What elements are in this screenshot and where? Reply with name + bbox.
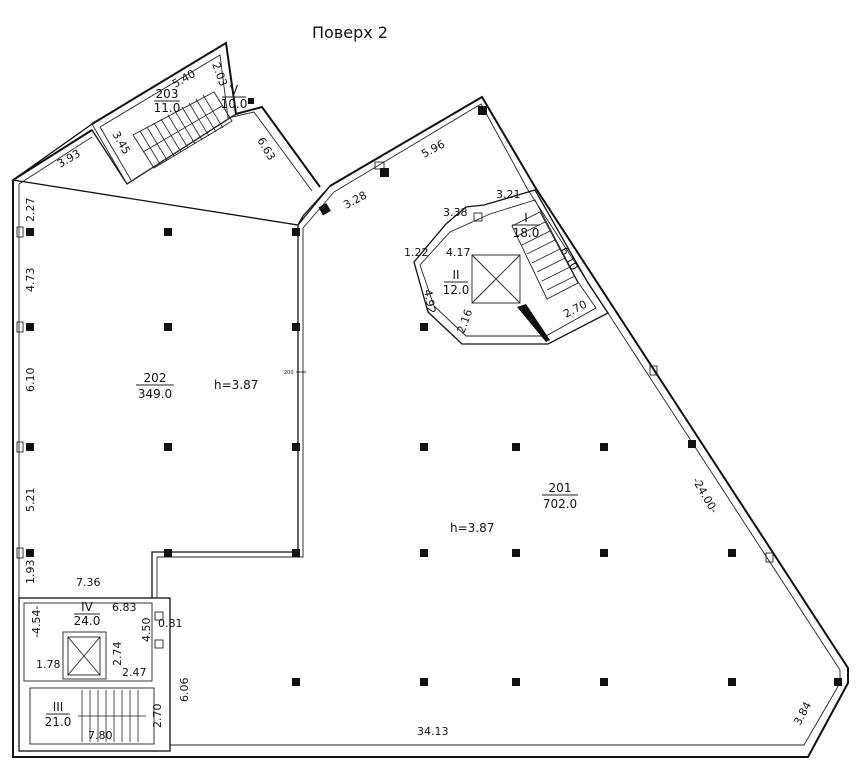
room-IV-area: 24.0: [74, 614, 101, 628]
column: [26, 443, 34, 451]
columns: [26, 98, 842, 686]
dim-label: 2.74: [111, 642, 124, 667]
stair-203: [132, 91, 233, 169]
column: [420, 323, 428, 331]
room-201-area: 702.0: [543, 497, 577, 511]
room-I-number: I: [524, 211, 528, 225]
wall-markers: [16, 161, 774, 563]
room-II-number: II: [452, 268, 459, 282]
room-labels: 201 702.0 h=3.87 202 349.0 h=3.87 203 11…: [45, 83, 578, 729]
column: [292, 228, 300, 236]
page-title: Поверх 2: [312, 23, 388, 42]
column: [164, 323, 172, 331]
column: [292, 443, 300, 451]
dim-label: 1.78: [36, 658, 61, 671]
column: [420, 678, 428, 686]
dim-label: 5.96: [419, 138, 447, 161]
column: [600, 549, 608, 557]
dim-label: 2.47: [122, 666, 147, 679]
column: [26, 323, 34, 331]
service-block: [18, 597, 171, 752]
dim-label: 7.36: [76, 576, 101, 589]
dim-label: -4.54-: [30, 606, 43, 638]
column: [478, 106, 487, 115]
dim-label: 200: [284, 370, 294, 376]
dim-label: 2.70: [561, 298, 589, 321]
core-block: [413, 189, 609, 345]
dim-label: 1.22: [404, 246, 429, 259]
dim-label: 34.13: [417, 725, 449, 738]
column: [728, 549, 736, 557]
dim-label: 3.84: [791, 700, 814, 728]
dim-label: 4.50: [140, 618, 153, 643]
column: [164, 443, 172, 451]
dim-label: 4.73: [24, 268, 37, 293]
dim-label: 2.70: [151, 704, 164, 729]
room-I-area: 18.0: [513, 226, 540, 240]
column: [26, 228, 34, 236]
column: [248, 98, 254, 104]
dim-label: 6.06: [178, 678, 191, 703]
room-III-area: 21.0: [45, 715, 72, 729]
column: [512, 678, 520, 686]
dim-label: 1.93: [24, 560, 37, 585]
column: [164, 549, 172, 557]
column: [600, 443, 608, 451]
dim-label: 2.27: [24, 198, 37, 223]
dim-label: 4.17: [446, 246, 471, 259]
column: [728, 678, 736, 686]
room-IV-number: IV: [81, 600, 94, 614]
room-203-area: 11.0: [154, 101, 181, 115]
dim-label: 6.83: [112, 601, 137, 614]
dim-label: 2.03: [209, 61, 230, 88]
column: [292, 323, 300, 331]
column: [380, 168, 389, 177]
column: [26, 549, 34, 557]
column: [512, 443, 520, 451]
column: [512, 549, 520, 557]
room-201-height: h=3.87: [450, 521, 494, 535]
dim-label: -24.00-: [689, 475, 720, 516]
column: [834, 678, 842, 686]
column: [688, 440, 696, 448]
room-203-number: 203: [156, 87, 179, 101]
room-II-area: 12.0: [443, 283, 470, 297]
column: [318, 203, 331, 216]
room-201-number: 201: [549, 481, 572, 495]
room-III-number: III: [53, 700, 64, 714]
column: [292, 549, 300, 557]
dimension-labels: 5.40 2.03 3.45 6.63 3.93 5.96 3.28 3.21 …: [24, 61, 814, 742]
dim-label: 6.10: [24, 368, 37, 393]
column: [600, 678, 608, 686]
column: [420, 549, 428, 557]
column: [164, 228, 172, 236]
column: [292, 678, 300, 686]
dim-label: 5.21: [24, 488, 37, 513]
room-202-height: h=3.87: [214, 378, 258, 392]
dim-label: 2.16: [455, 308, 476, 335]
dim-label: 3.38: [443, 206, 468, 219]
dim-label: 3.45: [109, 129, 133, 157]
room-V-area: 10.0: [221, 97, 248, 111]
column: [420, 443, 428, 451]
room-V-number: V: [230, 83, 239, 97]
dim-label: 7.80: [88, 729, 113, 742]
room-202-area: 349.0: [138, 387, 172, 401]
dim-label: 3.21: [496, 188, 521, 201]
dim-label: 6.10: [557, 245, 581, 273]
room-202-number: 202: [144, 371, 167, 385]
dim-label: 3.28: [341, 189, 369, 212]
dim-label: 4.92: [421, 288, 438, 314]
dim-label: 0.81: [158, 617, 183, 630]
